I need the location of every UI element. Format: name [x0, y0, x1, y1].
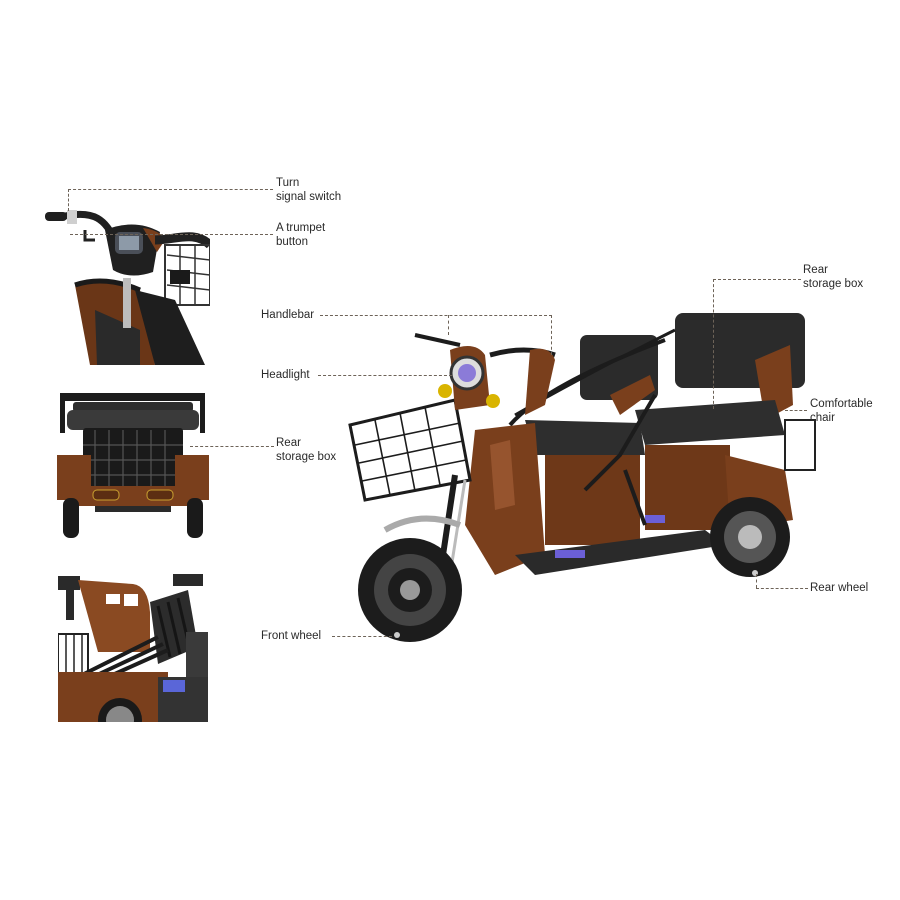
label-rear-storage-box-inset: Rear storage box — [276, 437, 337, 463]
leader-turn-signal — [68, 189, 273, 190]
tricycle-illustration — [348, 313, 816, 642]
label-trumpet-button: A trumpet button — [276, 222, 326, 248]
main-tricycle — [345, 305, 820, 650]
label-handlebar: Handlebar — [261, 309, 315, 321]
leader-turn-signal-drop — [68, 189, 69, 211]
label-front-wheel: Front wheel — [261, 630, 322, 642]
inset-handlebar-closeup — [45, 200, 210, 365]
leader-rear-storage-inset — [190, 446, 274, 447]
leader-rear-storage-main — [713, 279, 801, 280]
leader-handlebar-right-drop — [551, 315, 552, 355]
folding-seat-illustration — [58, 574, 208, 722]
label-rear-storage-box-main: Rear storage box — [803, 264, 864, 290]
label-turn-signal-switch: Turn signal switch — [276, 177, 342, 203]
leader-handlebar-left-drop — [448, 315, 449, 335]
leader-rear-wheel-drop — [756, 574, 757, 588]
handlebar-closeup-illustration — [45, 210, 210, 365]
leader-comfortable-chair — [785, 410, 807, 411]
label-headlight: Headlight — [261, 369, 310, 381]
rear-view-illustration — [57, 393, 209, 538]
leader-trumpet-button — [70, 234, 273, 235]
label-rear-wheel: Rear wheel — [810, 582, 869, 594]
leader-rear-storage-main-drop — [713, 279, 714, 409]
inset-folding-seat — [58, 572, 208, 722]
inset-rear-view — [55, 390, 210, 540]
leader-front-wheel — [332, 636, 392, 637]
leader-handlebar — [320, 315, 552, 316]
leader-headlight — [318, 375, 452, 376]
label-comfortable-chair: Comfortable chair — [810, 398, 873, 424]
leader-rear-wheel — [756, 588, 808, 589]
